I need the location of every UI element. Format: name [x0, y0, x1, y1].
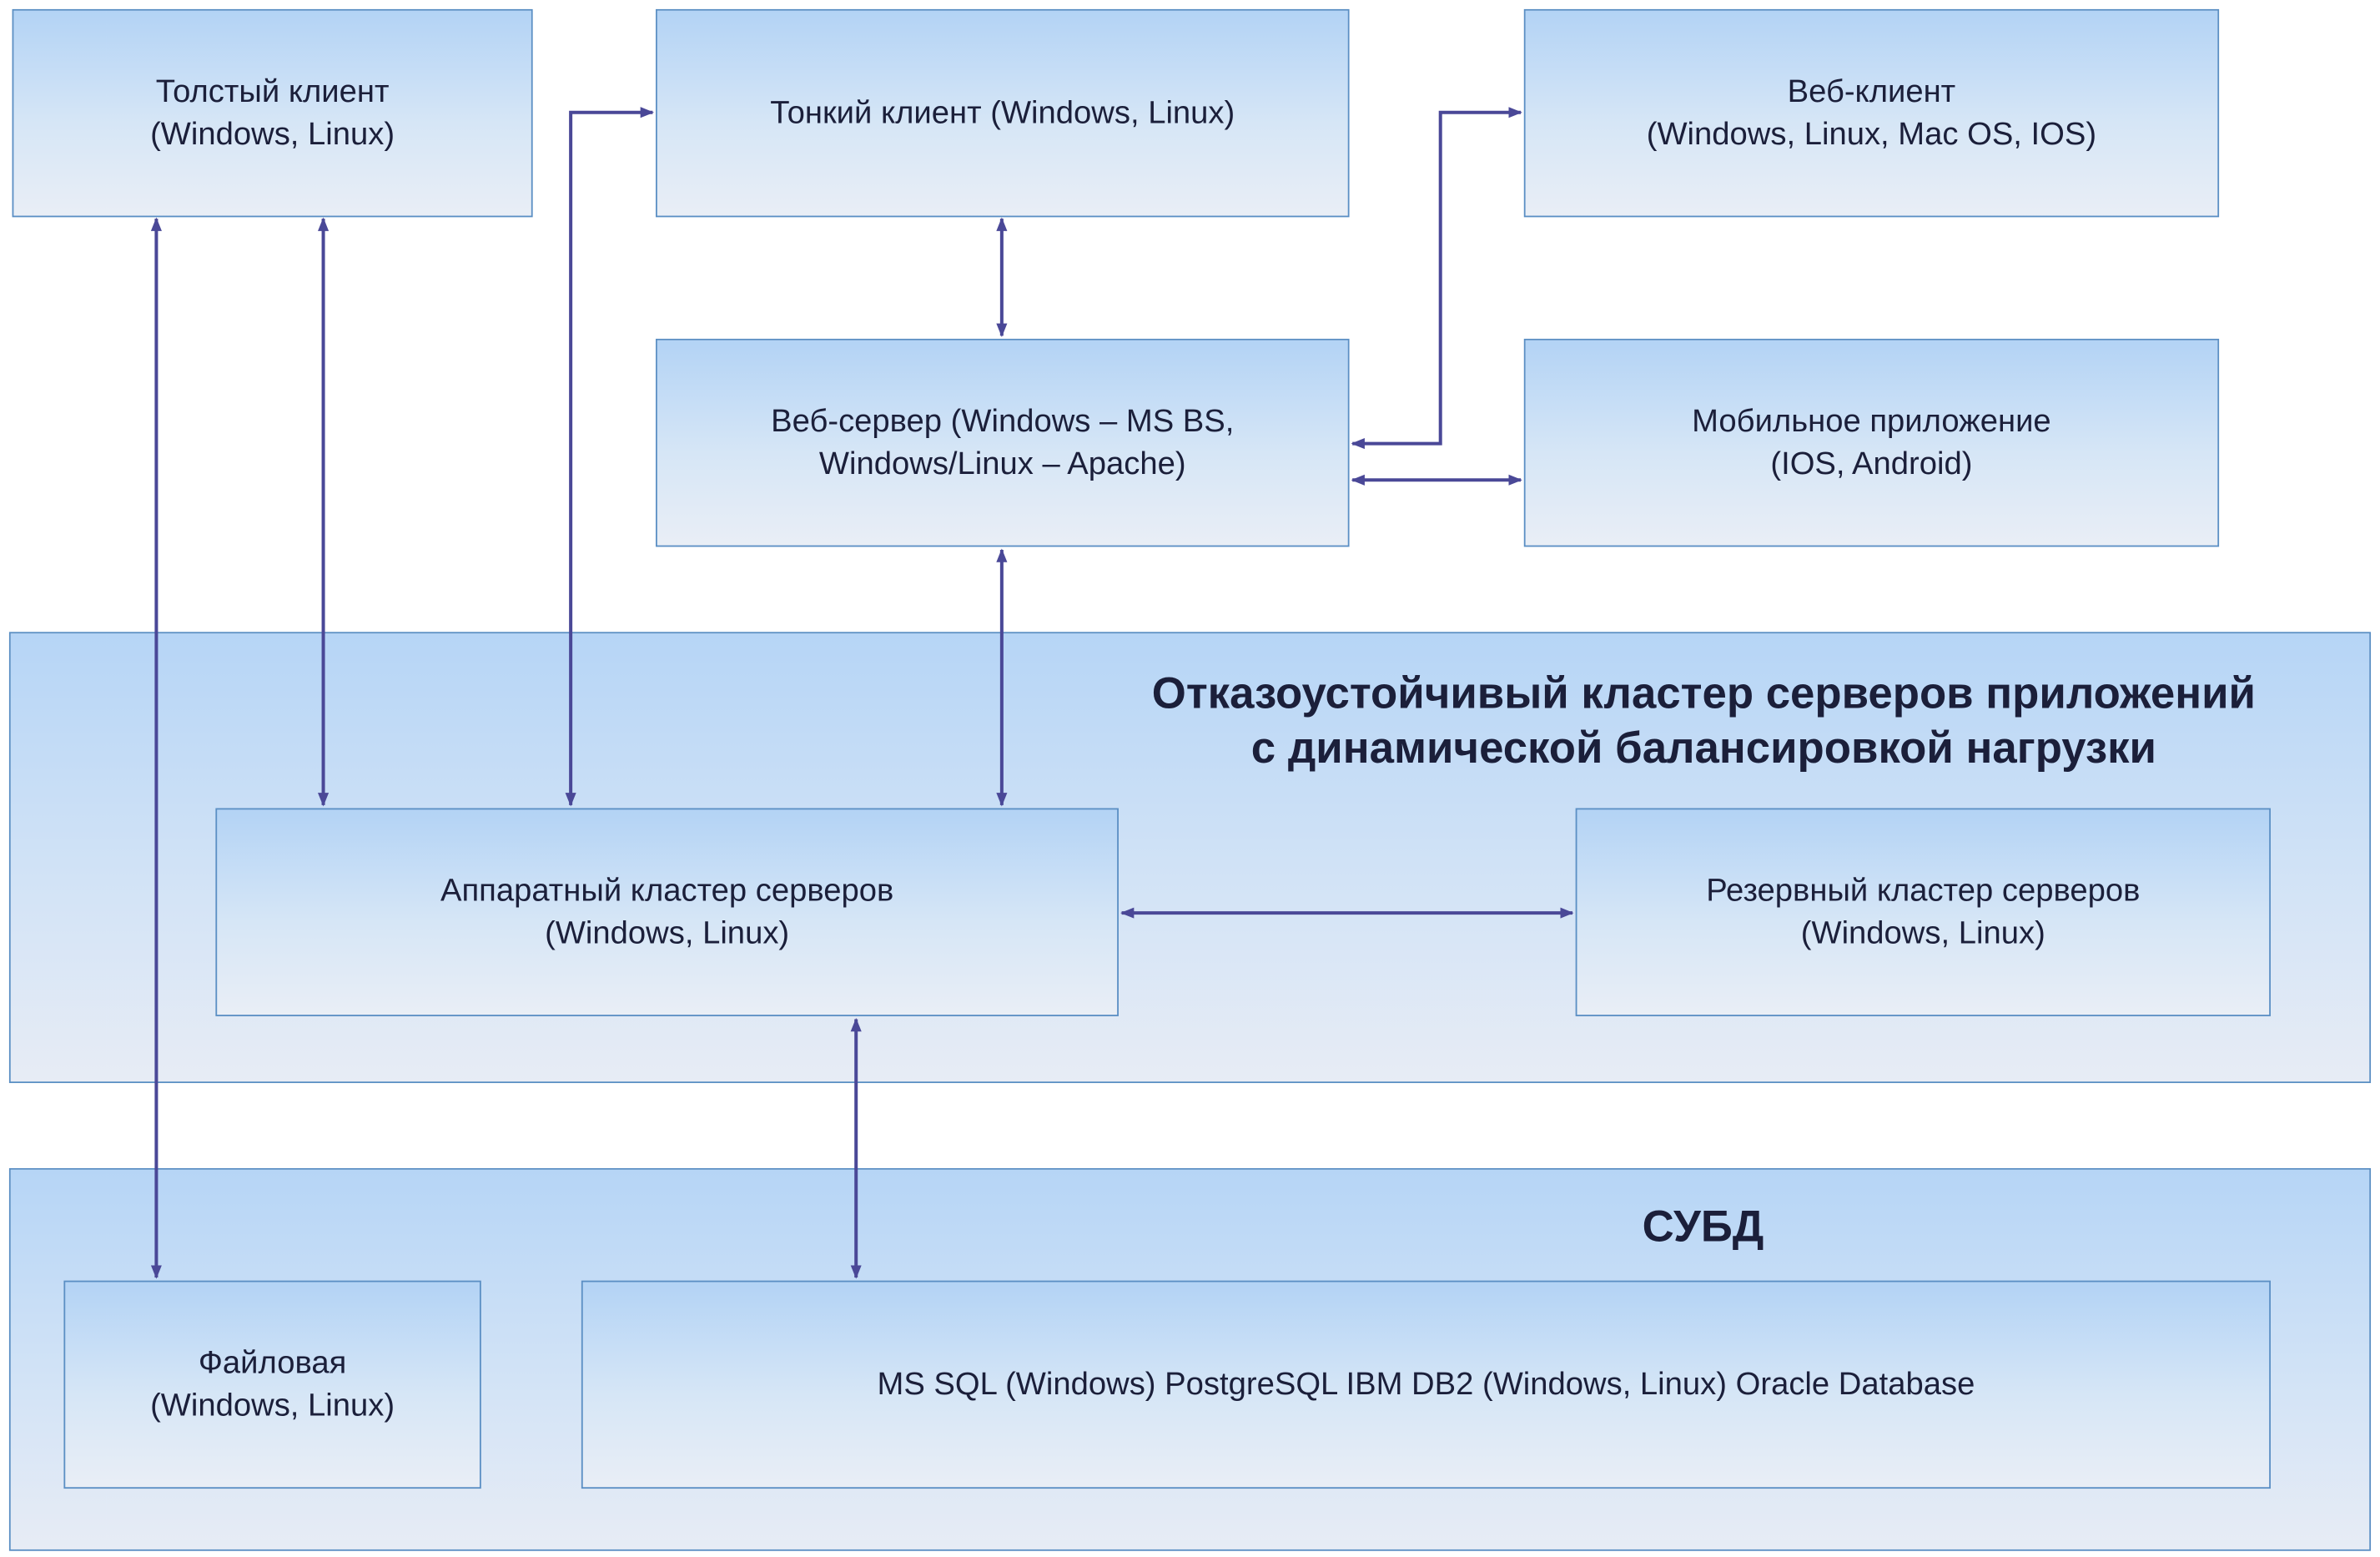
web-server-node: Веб-сервер (Windows – MS BS, Windows/Lin… — [656, 338, 1350, 547]
thick-client-node: Толстый клиент (Windows, Linux) — [12, 8, 533, 218]
web-client-node: Веб-клиент (Windows, Linux, Mac OS, IOS) — [1523, 8, 2220, 218]
file-db-label: Файловая (Windows, Linux) — [150, 1345, 395, 1423]
mobile-app-label: Мобильное приложение (IOS, Android) — [1692, 403, 2051, 481]
connector-web-server-web-client — [1351, 107, 1522, 450]
mobile-app-node: Мобильное приложение (IOS, Android) — [1523, 338, 2220, 547]
dbms-group-title: СУБД — [1642, 1202, 1764, 1252]
reserve-cluster-label: Резервный кластер серверов (Windows, Lin… — [1706, 872, 2141, 950]
hardware-cluster-label: Аппаратный кластер серверов (Windows, Li… — [440, 872, 894, 950]
thin-client-node: Тонкий клиент (Windows, Linux) — [656, 8, 1350, 218]
thin-client-label: Тонкий клиент (Windows, Linux) — [770, 94, 1235, 130]
thick-client-label: Толстый клиент (Windows, Linux) — [150, 73, 395, 152]
sql-db-node: MS SQL (Windows) PostgreSQL IBM DB2 (Win… — [581, 1280, 2271, 1489]
sql-db-label: MS SQL (Windows) PostgreSQL IBM DB2 (Win… — [877, 1366, 1975, 1402]
file-db-node: Файловая (Windows, Linux) — [63, 1280, 481, 1489]
reserve-cluster-node: Резервный кластер серверов (Windows, Lin… — [1575, 808, 2271, 1016]
web-server-label: Веб-сервер (Windows – MS BS, Windows/Lin… — [771, 403, 1235, 481]
cluster-group-title: Отказоустойчивый кластер серверов прилож… — [1151, 669, 2257, 773]
web-client-label: Веб-клиент (Windows, Linux, Mac OS, IOS) — [1646, 73, 2097, 152]
hardware-cluster-node: Аппаратный кластер серверов (Windows, Li… — [215, 808, 1119, 1016]
